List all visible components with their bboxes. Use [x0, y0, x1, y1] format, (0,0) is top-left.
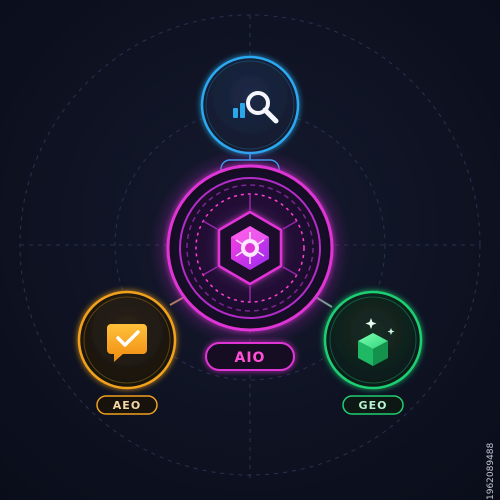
aio-label: AIO	[235, 350, 266, 366]
background-guides	[19, 14, 481, 480]
hexagon-chip-icon	[217, 210, 283, 286]
node-aeo[interactable]: AEO	[77, 290, 177, 415]
cube-sparkle-icon	[358, 318, 395, 366]
aeo-label: AEO	[113, 399, 141, 412]
chat-check-icon	[107, 324, 147, 362]
node-geo[interactable]: GEO	[323, 290, 423, 415]
node-aio[interactable]: AIO	[159, 157, 341, 371]
stock-id-caption: 1962089488	[486, 442, 496, 500]
search-analytics-icon	[233, 91, 279, 124]
geo-label: GEO	[359, 399, 388, 412]
